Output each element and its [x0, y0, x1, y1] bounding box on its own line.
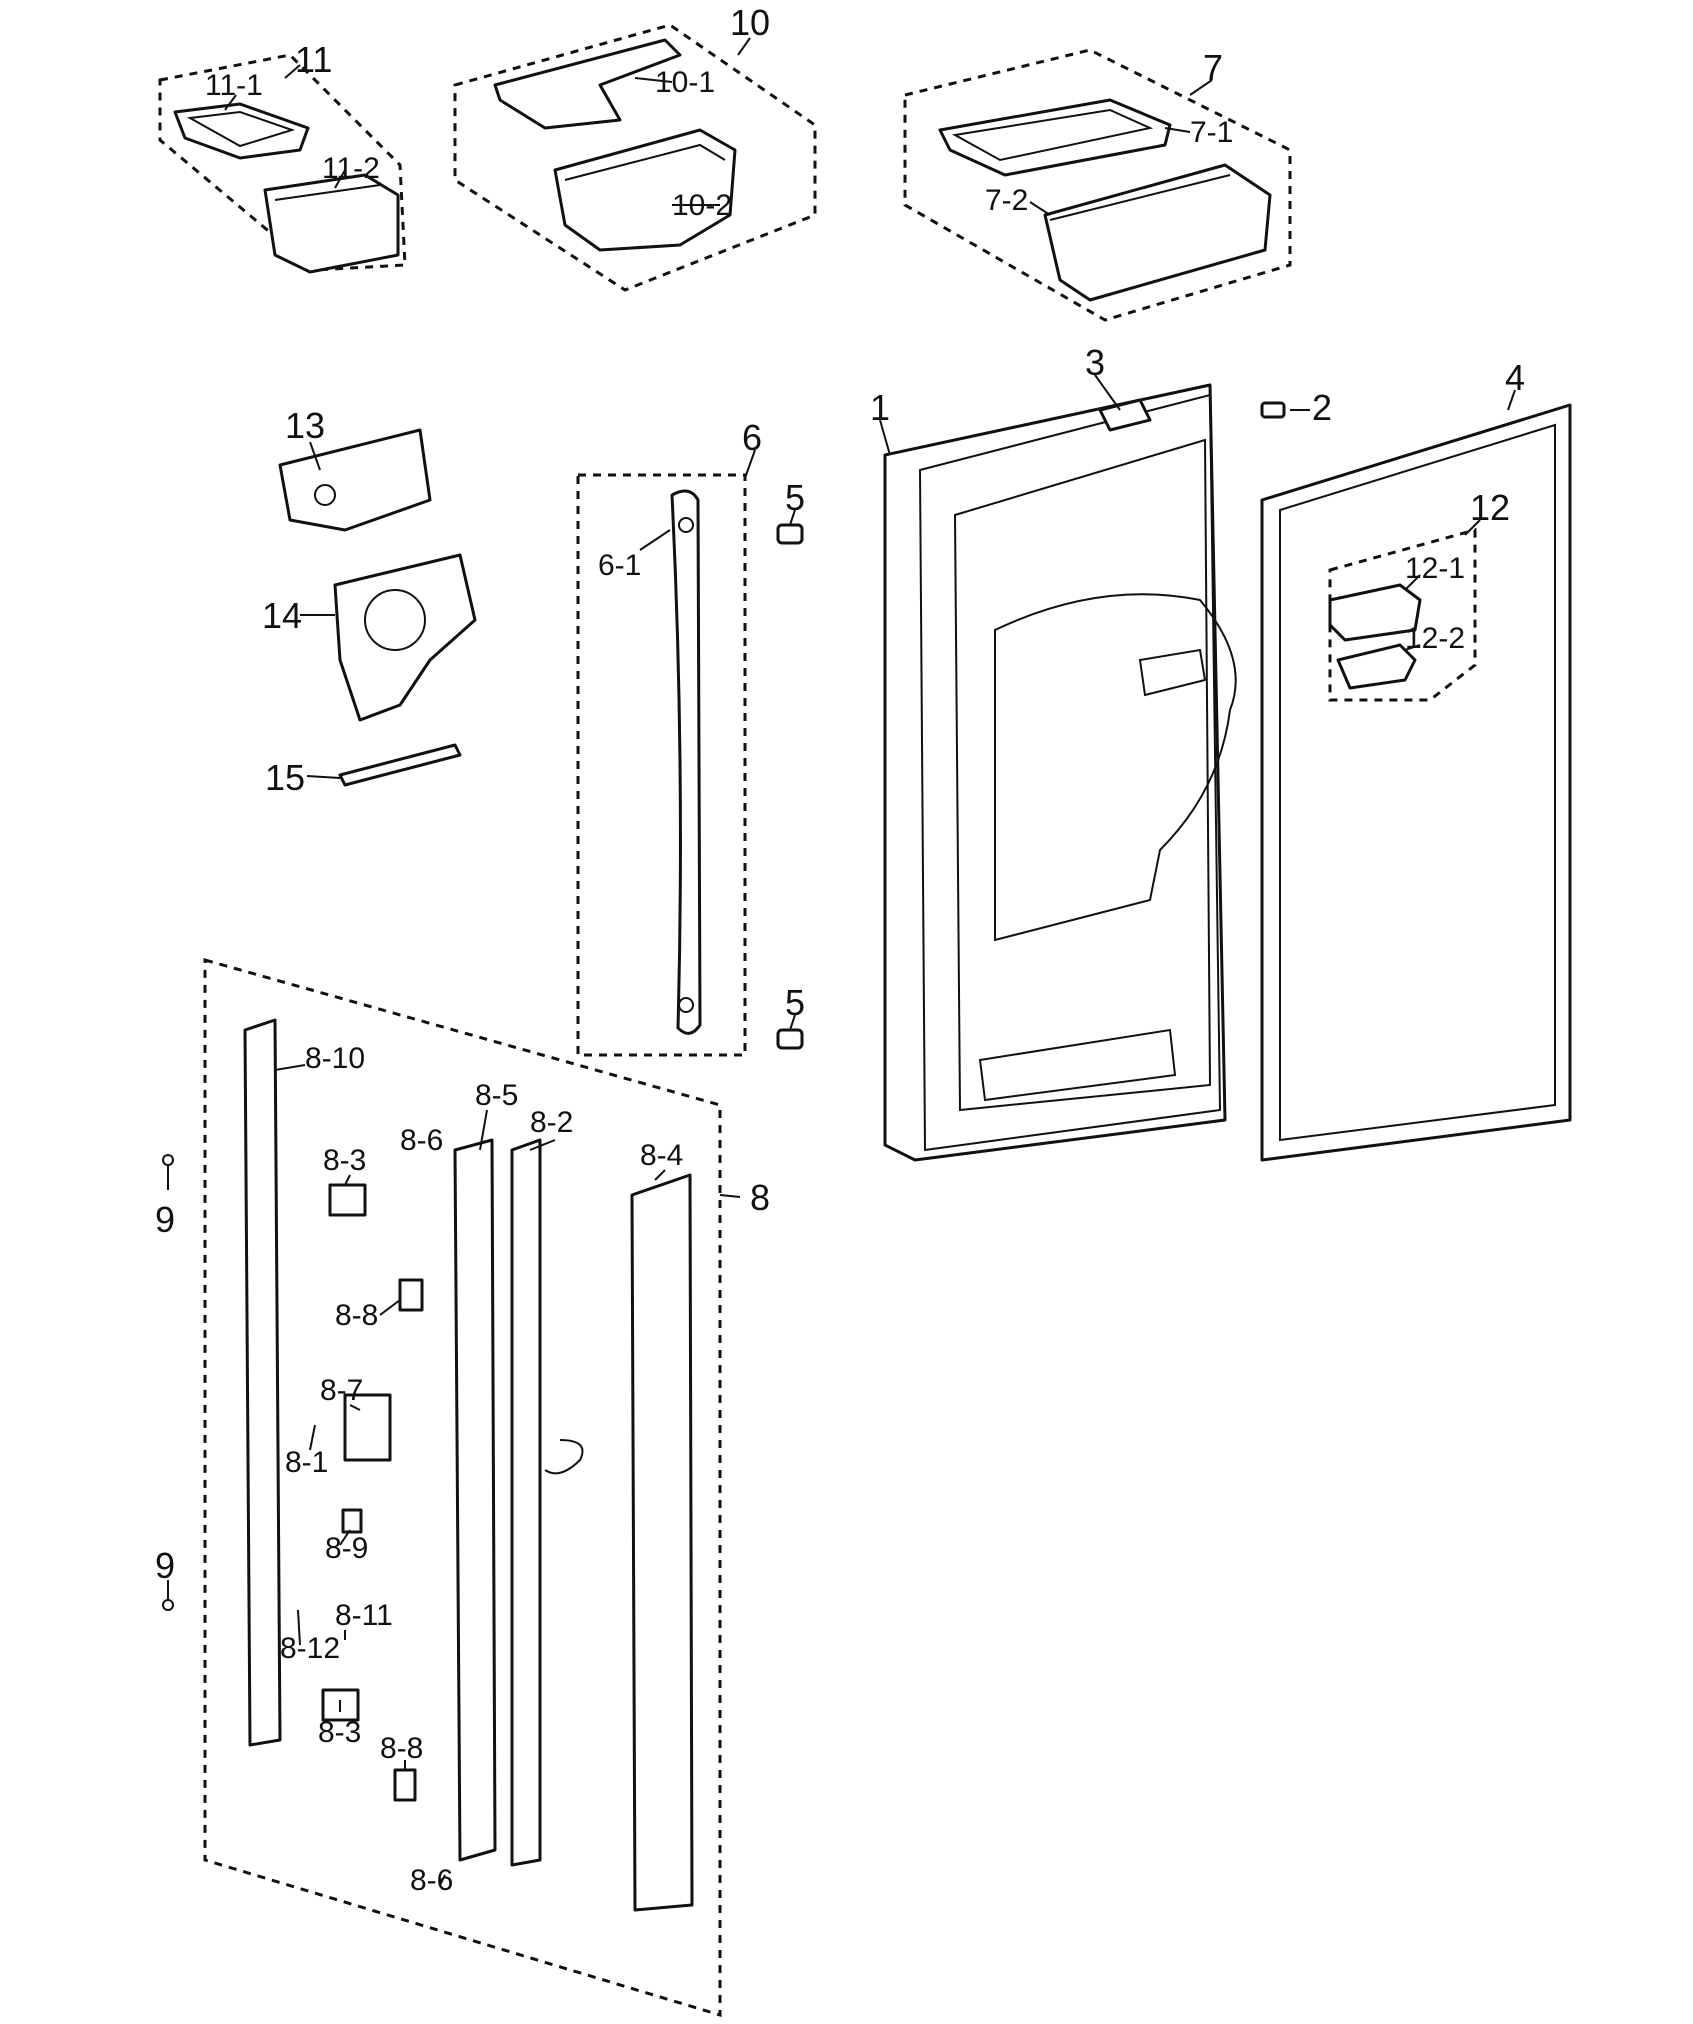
part-14-assembly [333, 553, 477, 722]
label-8-10: 8-10 [305, 1042, 365, 1075]
part-11-2-bin [263, 173, 400, 274]
label-7: 7 [1203, 47, 1223, 88]
label-8-11: 8-11 [335, 1599, 393, 1632]
label-8-9: 8-9 [325, 1532, 368, 1565]
label-7-2: 7-2 [985, 184, 1028, 217]
part-10-1-shelf [493, 38, 682, 130]
label-8-7: 8-7 [320, 1374, 363, 1407]
label-5-top: 5 [785, 477, 805, 518]
part-8-5-strip [453, 1138, 497, 1862]
label-8-6-top: 8-6 [400, 1124, 443, 1157]
label-1: 1 [870, 387, 890, 428]
group-12-rings [1328, 528, 1477, 702]
label-11-2: 11-2 [322, 152, 380, 185]
part-1-door [883, 383, 1237, 1162]
part-7-1-shelf [938, 98, 1172, 177]
part-8-2-strip [510, 1138, 542, 1867]
part-12-2-ring [1336, 643, 1417, 690]
label-6: 6 [742, 417, 762, 458]
part-3-hinge [1098, 398, 1152, 432]
label-10-1: 10-1 [655, 66, 715, 99]
part-8-8-clip-a [398, 1278, 424, 1312]
label-8-2: 8-2 [530, 1106, 573, 1139]
part-2-pin [1260, 401, 1286, 419]
part-8-8-clip-b [393, 1768, 417, 1802]
label-8-5: 8-5 [475, 1079, 518, 1112]
leader-lines [224, 37, 1516, 1886]
part-10-2-bin [553, 128, 737, 252]
part-13-housing [278, 428, 432, 532]
label-10: 10 [730, 2, 770, 43]
label-12-1: 12-1 [1405, 552, 1465, 585]
group-6-boundary [576, 473, 747, 1057]
label-15: 15 [265, 757, 305, 798]
part-12-1-ring [1328, 583, 1422, 642]
label-12-2: 12-2 [1405, 622, 1465, 655]
label-4: 4 [1505, 357, 1525, 398]
label-13: 13 [285, 405, 325, 446]
label-8-8-bottom: 8-8 [380, 1732, 423, 1765]
label-11-1: 11-1 [205, 69, 263, 102]
label-10-2: 10-2 [672, 189, 732, 222]
part-8-10-strip [243, 1018, 282, 1747]
door-outer [883, 383, 1227, 1162]
label-8-3-top: 8-3 [323, 1144, 366, 1177]
label-11: 11 [295, 39, 332, 80]
group-7-bins [903, 48, 1292, 322]
label-7-1: 7-1 [1190, 116, 1233, 149]
part-11-1-shelf [173, 102, 310, 160]
label-9-top: 9 [155, 1199, 175, 1240]
group-11-boundary [158, 53, 407, 272]
group-10-bins [453, 23, 817, 292]
label-8-12: 8-12 [280, 1632, 340, 1665]
part-9-pins [162, 1154, 174, 1611]
part-4-gasket [1260, 403, 1572, 1162]
part-5-screws [776, 523, 804, 1050]
part-15-cover [338, 743, 462, 787]
label-2: 2 [1312, 387, 1332, 428]
part-7-2-bin [1043, 163, 1272, 302]
part-8-3-clip-a [328, 1183, 367, 1217]
label-8-1: 8-1 [285, 1446, 328, 1479]
group-6-handle [576, 473, 747, 1057]
label-14: 14 [262, 595, 302, 636]
label-8-6-bottom: 8-6 [410, 1864, 453, 1897]
label-8-8-top: 8-8 [335, 1299, 378, 1332]
group-12-boundary [1328, 528, 1477, 702]
part-labels: 11 11-1 11-2 10 10-1 10-2 7 7-1 7-2 3 2 … [155, 2, 1525, 1897]
label-8-3-bottom: 8-3 [318, 1716, 361, 1749]
label-5-bottom: 5 [785, 982, 805, 1023]
part-8-4-strip [630, 1173, 694, 1912]
label-9-bottom: 9 [155, 1545, 175, 1586]
group-11-bins [158, 53, 407, 274]
part-8-9-part [341, 1508, 363, 1534]
label-8-4: 8-4 [640, 1139, 683, 1172]
label-8: 8 [750, 1177, 770, 1218]
label-12: 12 [1470, 487, 1510, 528]
part-6-handle [670, 489, 702, 1035]
label-3: 3 [1085, 342, 1105, 383]
dispenser-parts [278, 428, 477, 787]
label-6-1: 6-1 [598, 549, 641, 582]
group-8-trim [203, 958, 722, 2018]
group-8-boundary [203, 958, 722, 2018]
group-7-boundary [903, 48, 1292, 322]
